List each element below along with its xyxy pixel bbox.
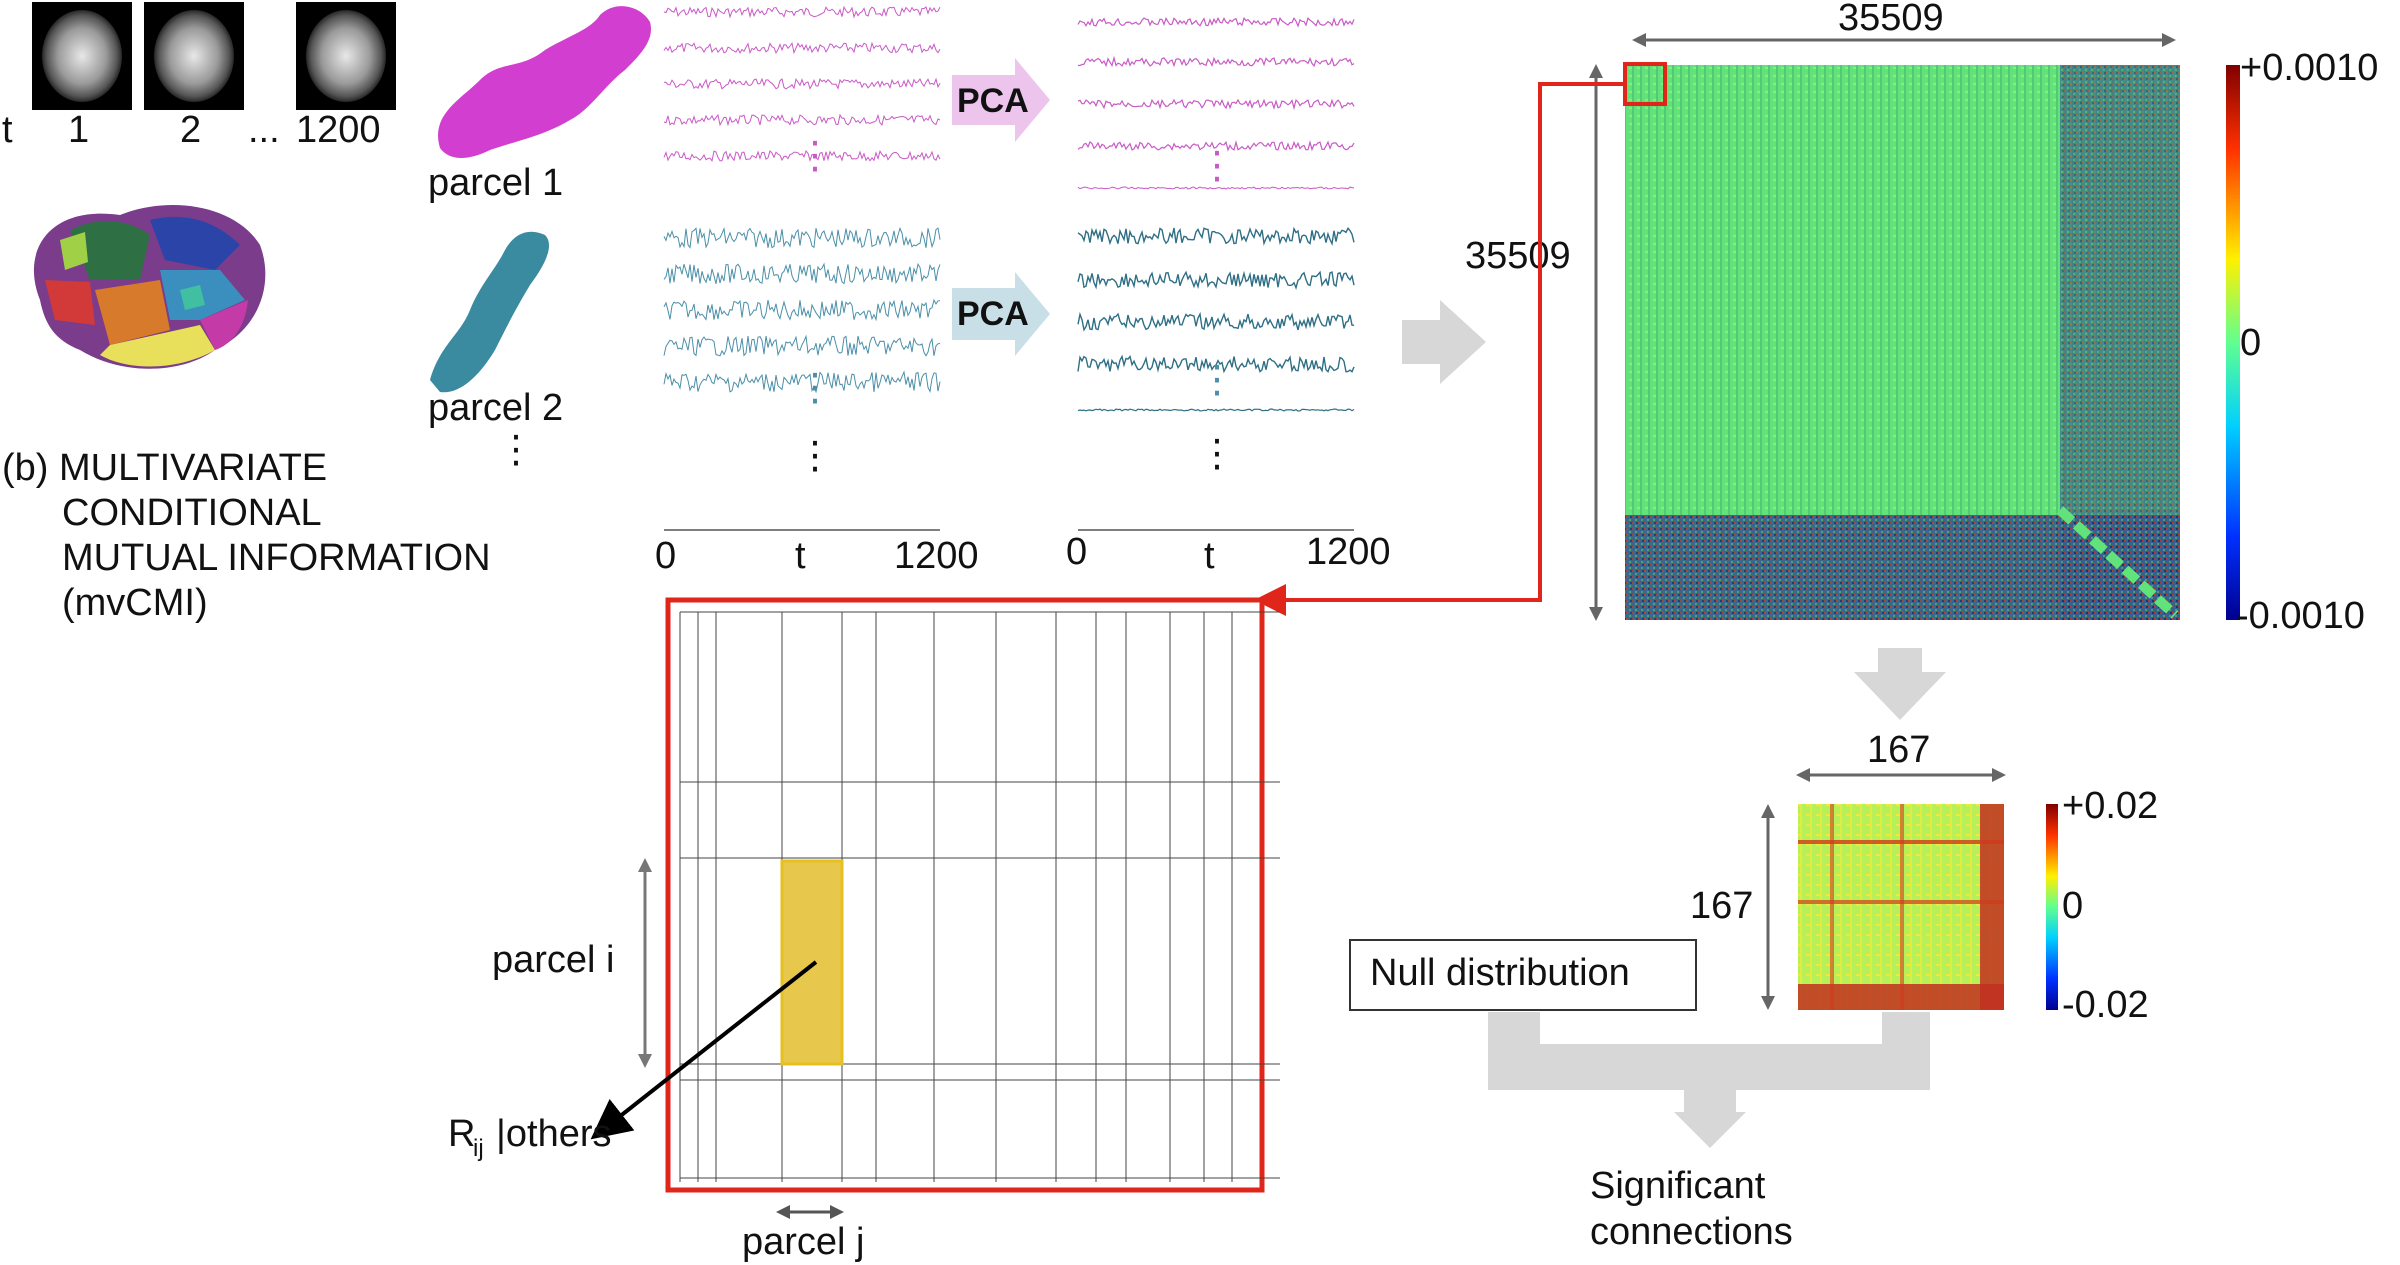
- raw-trace-p2-1: [663, 262, 941, 285]
- big-colorbar-mid: 0: [2240, 322, 2261, 364]
- pca-arrow-2: PCA: [952, 272, 1050, 356]
- raw-trace-p1-2: [663, 77, 941, 90]
- parcellated-brain: [33, 205, 266, 369]
- parcel-ellipsis: ⋮: [497, 429, 535, 471]
- big-matrix-dim-left-label: 35509: [1465, 235, 1571, 277]
- pca-arrow-1: PCA: [952, 58, 1050, 142]
- pca-label-2: PCA: [957, 295, 1029, 333]
- raw-ts-axis-end: 1200: [894, 535, 979, 577]
- raw-ts-axis-start: 0: [655, 535, 676, 577]
- big-colorbar-max: +0.0010: [2240, 47, 2378, 89]
- parcel-2-shape: [430, 231, 550, 393]
- null-distribution-box: Null distribution: [1349, 939, 1697, 1011]
- null-distribution-label: Null distribution: [1370, 952, 1630, 994]
- parcel-j-label: parcel j: [742, 1221, 865, 1263]
- small-matrix-dim-left-label: 167: [1690, 885, 1753, 927]
- small-parcel-matrix: [1798, 804, 2004, 1010]
- pca-ts-axis-start: 0: [1066, 531, 1087, 573]
- big-matrix-dim-left: 35509: [1465, 64, 1603, 621]
- fmri-frame-label-2: 2: [180, 109, 201, 151]
- pca-ts-axis-end: 1200: [1306, 531, 1391, 573]
- rij-cell: [780, 859, 844, 1066]
- pca-trace-p2-4: [1077, 408, 1355, 412]
- fmri-frame-1200: [296, 2, 396, 110]
- pca-ts-axis-mid: t: [1204, 535, 1215, 577]
- section-b-title: (b) MULTIVARIATE CONDITIONAL MUTUAL INFO…: [2, 447, 491, 624]
- small-colorbar-min: -0.02: [2062, 984, 2149, 1026]
- raw-trace-p1-4: [663, 149, 941, 163]
- pca-timeseries-parcel-2: [1077, 226, 1355, 412]
- fmri-frames: t 1 2 ... 1200: [2, 2, 396, 151]
- pca-timeseries-parcel-1: [1077, 16, 1355, 190]
- section-b-line-1: (b) MULTIVARIATE: [2, 447, 327, 489]
- zoomed-grid: [665, 597, 1280, 1193]
- fmri-frame-1: [32, 2, 132, 110]
- pca-trace-p2-1: [1077, 270, 1355, 291]
- fmri-frame-label-1: 1: [68, 109, 89, 151]
- flow-arrow-to-small-matrix: [1854, 648, 1946, 720]
- parcel-j-dimension: parcel j: [742, 1205, 865, 1263]
- pca-trace-p1-1: [1077, 55, 1355, 68]
- flow-arrow-to-significance: [1488, 1012, 1930, 1148]
- small-matrix-dim-top-label: 167: [1867, 729, 1930, 771]
- parcel-i-dimension: parcel i: [492, 858, 652, 1068]
- parcel-1-label: parcel 1: [428, 162, 563, 204]
- raw-trace-p1-0: [663, 5, 941, 19]
- raw-trace-p1-3: [663, 113, 941, 127]
- raw-trace-p2-4: [663, 370, 941, 394]
- raw-ts-axis-mid: t: [795, 535, 806, 577]
- rij-pointer-arrow: [590, 960, 818, 1140]
- pca-trace-p1-0: [1077, 16, 1355, 28]
- fmri-t-label: t: [2, 109, 13, 151]
- zoom-connector: [1254, 82, 1625, 616]
- pca-trace-p2-3: [1077, 354, 1355, 374]
- pca-trace-p1-3: [1077, 139, 1355, 152]
- parcel-i-label: parcel i: [492, 939, 615, 981]
- small-colorbar-mid: 0: [2062, 885, 2083, 927]
- big-colorbar-min: -0.0010: [2236, 595, 2365, 637]
- section-b-line-3: MUTUAL INFORMATION: [62, 537, 491, 579]
- rij-subscript: ij: [473, 1135, 484, 1162]
- raw-ts-ellipsis-2: ⋮: [796, 367, 834, 409]
- small-matrix-dim-top: 167: [1796, 729, 2006, 782]
- section-b-line-2: CONDITIONAL: [62, 492, 322, 534]
- pca-ts-ellipsis-3: ⋮: [1198, 433, 1236, 475]
- parcel-2-label: parcel 2: [428, 387, 563, 429]
- small-colorbar-max: +0.02: [2062, 785, 2158, 827]
- significant-line-2: connections: [1590, 1211, 1793, 1253]
- fmri-frame-2: [144, 2, 244, 110]
- small-matrix-colorbar: +0.02 0 -0.02: [2046, 785, 2158, 1026]
- pca-ts-ellipsis-1: ⋮: [1198, 145, 1236, 187]
- rij-rest: |others: [496, 1113, 611, 1155]
- big-matrix-colorbar: +0.0010 0 -0.0010: [2226, 47, 2378, 637]
- raw-trace-p1-1: [663, 41, 941, 55]
- small-matrix-dim-left: 167: [1690, 804, 1775, 1010]
- significant-line-1: Significant: [1590, 1165, 1766, 1207]
- raw-timeseries-parcel-1: [663, 5, 941, 163]
- section-b-line-4: (mvCMI): [62, 582, 208, 624]
- raw-trace-p2-0: [663, 226, 941, 249]
- pca-trace-p2-0: [1077, 226, 1355, 247]
- fmri-ellipsis: ...: [248, 109, 280, 151]
- big-mvcmi-matrix: [1625, 65, 2180, 620]
- pca-trace-p2-2: [1077, 311, 1355, 332]
- pca-trace-p1-2: [1077, 98, 1355, 111]
- flow-arrow-to-matrix: [1402, 300, 1486, 384]
- pca-trace-p1-4: [1077, 186, 1355, 190]
- big-matrix-dim-top-label: 35509: [1838, 0, 1944, 39]
- rij-label: R ij |others: [448, 1113, 611, 1162]
- big-matrix-dim-top: 35509: [1632, 0, 2176, 47]
- fmri-frame-label-1200: 1200: [296, 109, 381, 151]
- parcel-1-shape: [438, 6, 651, 158]
- raw-ts-ellipsis-1: ⋮: [796, 135, 834, 177]
- pca-ts-ellipsis-2: ⋮: [1198, 359, 1236, 401]
- rij-main: R: [448, 1113, 475, 1155]
- raw-trace-p2-2: [663, 298, 941, 322]
- raw-trace-p2-3: [663, 334, 941, 357]
- raw-timeseries-parcel-2: [663, 226, 941, 394]
- raw-ts-ellipsis-3: ⋮: [796, 435, 834, 477]
- pca-label-1: PCA: [957, 82, 1029, 120]
